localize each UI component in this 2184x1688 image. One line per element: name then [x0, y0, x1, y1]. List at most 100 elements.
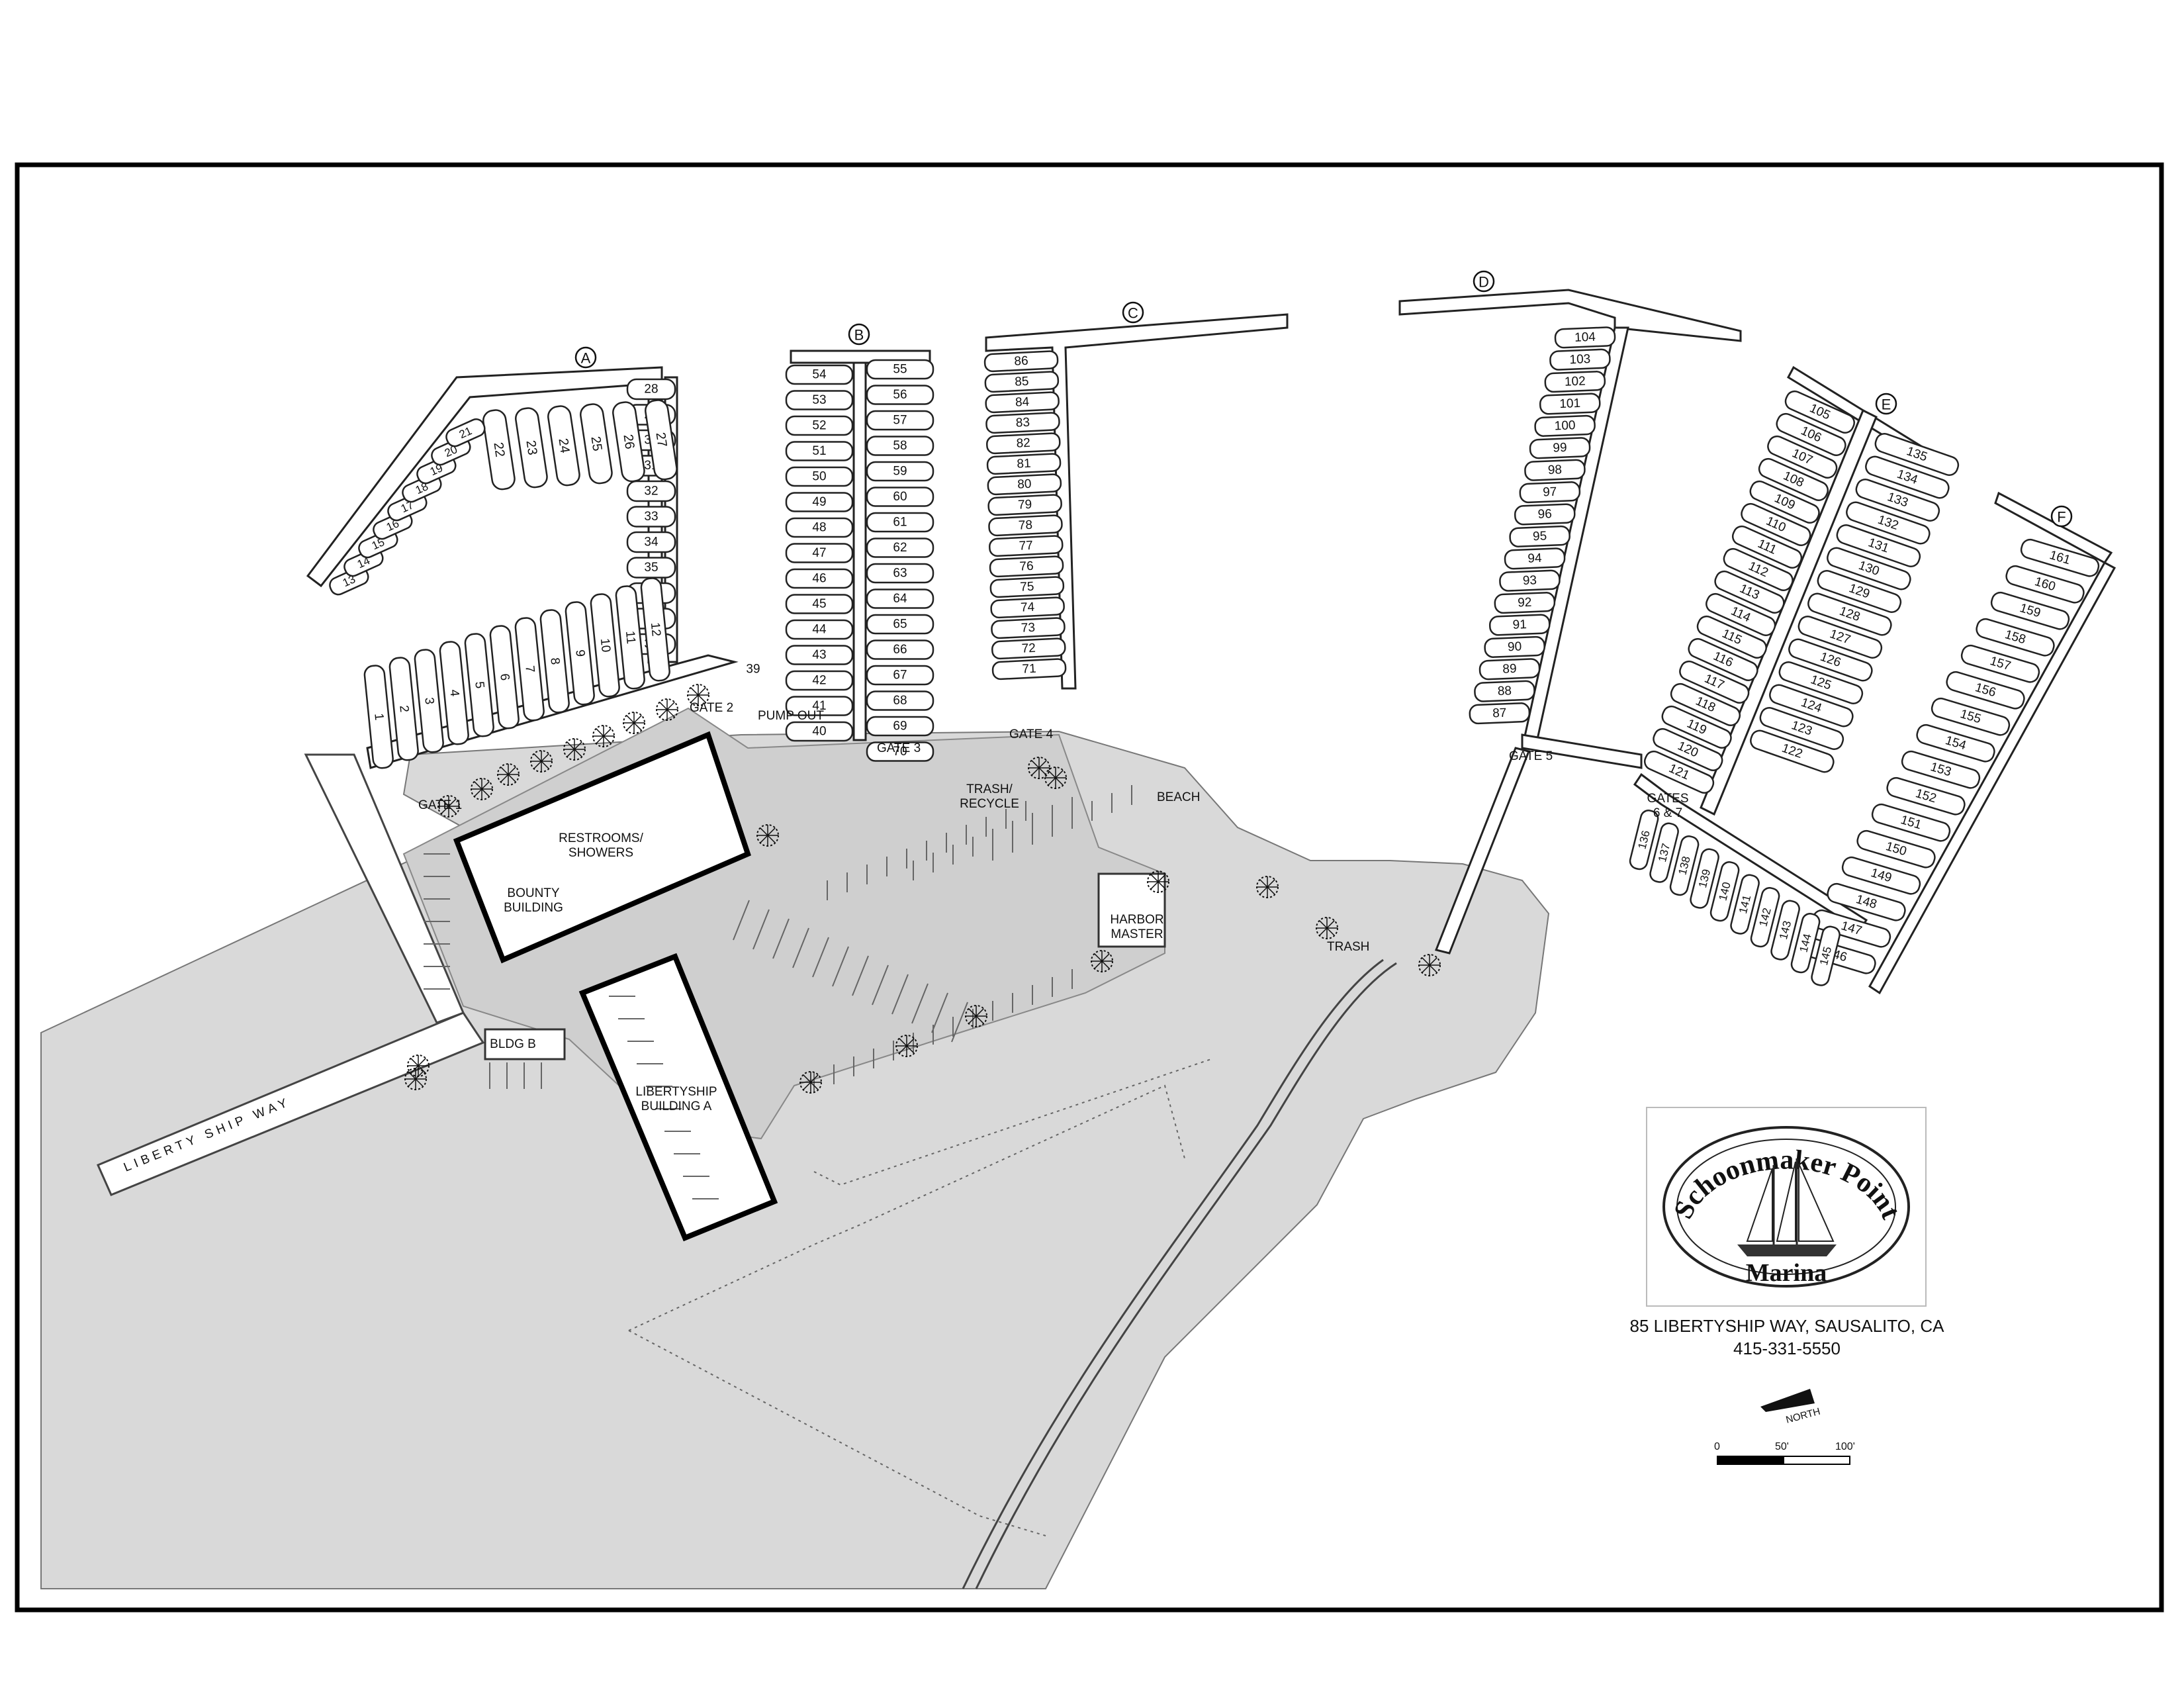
slip-72[interactable]: 72 [991, 637, 1066, 660]
slip-103[interactable]: 103 [1549, 348, 1611, 371]
slip-136[interactable]: 136 [1629, 809, 1660, 871]
slip-110[interactable]: 110 [1739, 501, 1813, 548]
slip-156[interactable]: 156 [1945, 670, 2026, 710]
slip-121[interactable]: 121 [1642, 749, 1716, 796]
slip-66[interactable]: 66 [866, 639, 934, 660]
slip-35[interactable]: 35 [626, 557, 676, 579]
slip-22[interactable]: 22 [482, 408, 516, 491]
slip-8[interactable]: 8 [539, 609, 570, 714]
slip-2[interactable]: 2 [388, 657, 419, 761]
slip-39[interactable]: 39 [746, 663, 760, 677]
slip-141[interactable]: 141 [1729, 873, 1760, 935]
slip-159[interactable]: 159 [1989, 590, 2071, 631]
slip-63[interactable]: 63 [866, 563, 934, 584]
slip-5[interactable]: 5 [464, 633, 494, 737]
slip-4[interactable]: 4 [439, 641, 469, 745]
slip-140[interactable]: 140 [1709, 861, 1741, 923]
slip-160[interactable]: 160 [2005, 564, 2086, 604]
slip-62[interactable]: 62 [866, 538, 934, 558]
slip-111[interactable]: 111 [1730, 524, 1804, 571]
slip-145[interactable]: 145 [1810, 925, 1841, 987]
slip-65[interactable]: 65 [866, 614, 934, 635]
slip-40[interactable]: 40 [785, 721, 854, 742]
slip-12[interactable]: 12 [640, 577, 670, 682]
slip-89[interactable]: 89 [1479, 658, 1541, 680]
slip-115[interactable]: 115 [1695, 614, 1769, 661]
slip-100[interactable]: 100 [1534, 414, 1596, 437]
slip-43[interactable]: 43 [785, 645, 854, 665]
slip-58[interactable]: 58 [866, 436, 934, 456]
slip-127[interactable]: 127 [1796, 614, 1884, 660]
slip-83[interactable]: 83 [985, 412, 1060, 434]
slip-3[interactable]: 3 [414, 649, 444, 753]
slip-74[interactable]: 74 [990, 596, 1065, 619]
slip-47[interactable]: 47 [785, 543, 854, 563]
slip-6[interactable]: 6 [489, 625, 520, 729]
slip-97[interactable]: 97 [1519, 481, 1581, 504]
slip-95[interactable]: 95 [1509, 525, 1570, 547]
slip-106[interactable]: 106 [1774, 411, 1848, 458]
slip-69[interactable]: 69 [866, 716, 934, 737]
slip-53[interactable]: 53 [785, 390, 854, 410]
slip-105[interactable]: 105 [1783, 389, 1857, 436]
slip-151[interactable]: 151 [1870, 802, 1952, 843]
slip-77[interactable]: 77 [989, 535, 1064, 557]
slip-87[interactable]: 87 [1469, 702, 1531, 725]
slip-120[interactable]: 120 [1651, 726, 1725, 773]
slip-41[interactable]: 41 [785, 696, 854, 716]
slip-52[interactable]: 52 [785, 415, 854, 436]
slip-10[interactable]: 10 [590, 593, 620, 698]
slip-79[interactable]: 79 [987, 494, 1062, 516]
slip-60[interactable]: 60 [866, 487, 934, 507]
slip-70[interactable]: 70 [866, 741, 934, 762]
slip-50[interactable]: 50 [785, 466, 854, 487]
slip-132[interactable]: 132 [1844, 500, 1932, 545]
slip-32[interactable]: 32 [626, 480, 676, 502]
slip-142[interactable]: 142 [1750, 886, 1781, 949]
slip-27[interactable]: 27 [644, 399, 678, 481]
slip-128[interactable]: 128 [1806, 591, 1893, 637]
slip-117[interactable]: 117 [1677, 659, 1751, 706]
slip-107[interactable]: 107 [1765, 434, 1839, 481]
slip-129[interactable]: 129 [1815, 569, 1903, 614]
slip-55[interactable]: 55 [866, 359, 934, 380]
slip-94[interactable]: 94 [1504, 547, 1566, 570]
slip-102[interactable]: 102 [1544, 371, 1606, 393]
slip-126[interactable]: 126 [1787, 637, 1874, 682]
slip-48[interactable]: 48 [785, 517, 854, 538]
slip-57[interactable]: 57 [866, 410, 934, 431]
slip-138[interactable]: 138 [1669, 835, 1700, 897]
slip-88[interactable]: 88 [1474, 680, 1535, 702]
slip-154[interactable]: 154 [1915, 723, 1997, 763]
slip-144[interactable]: 144 [1790, 912, 1821, 974]
slip-118[interactable]: 118 [1668, 681, 1743, 728]
slip-45[interactable]: 45 [785, 594, 854, 614]
slip-42[interactable]: 42 [785, 670, 854, 691]
slip-44[interactable]: 44 [785, 619, 854, 640]
slip-49[interactable]: 49 [785, 492, 854, 512]
slip-46[interactable]: 46 [785, 568, 854, 589]
slip-113[interactable]: 113 [1713, 569, 1787, 616]
slip-135[interactable]: 135 [1873, 432, 1960, 477]
slip-51[interactable]: 51 [785, 441, 854, 461]
slip-101[interactable]: 101 [1539, 393, 1601, 415]
slip-23[interactable]: 23 [514, 406, 548, 489]
slip-150[interactable]: 150 [1856, 829, 1937, 869]
slip-114[interactable]: 114 [1704, 591, 1778, 638]
slip-75[interactable]: 75 [989, 576, 1065, 598]
slip-7[interactable]: 7 [514, 617, 545, 722]
slip-133[interactable]: 133 [1854, 477, 1941, 523]
slip-76[interactable]: 76 [989, 555, 1064, 578]
slip-104[interactable]: 104 [1554, 326, 1616, 349]
slip-130[interactable]: 130 [1825, 545, 1913, 591]
slip-56[interactable]: 56 [866, 385, 934, 405]
slip-25[interactable]: 25 [579, 402, 613, 485]
slip-155[interactable]: 155 [1930, 696, 2011, 737]
slip-134[interactable]: 134 [1864, 454, 1951, 500]
slip-34[interactable]: 34 [626, 531, 676, 553]
slip-82[interactable]: 82 [986, 432, 1061, 455]
slip-67[interactable]: 67 [866, 665, 934, 686]
slip-149[interactable]: 149 [1841, 855, 1922, 896]
slip-24[interactable]: 24 [547, 404, 580, 487]
slip-91[interactable]: 91 [1488, 614, 1551, 636]
